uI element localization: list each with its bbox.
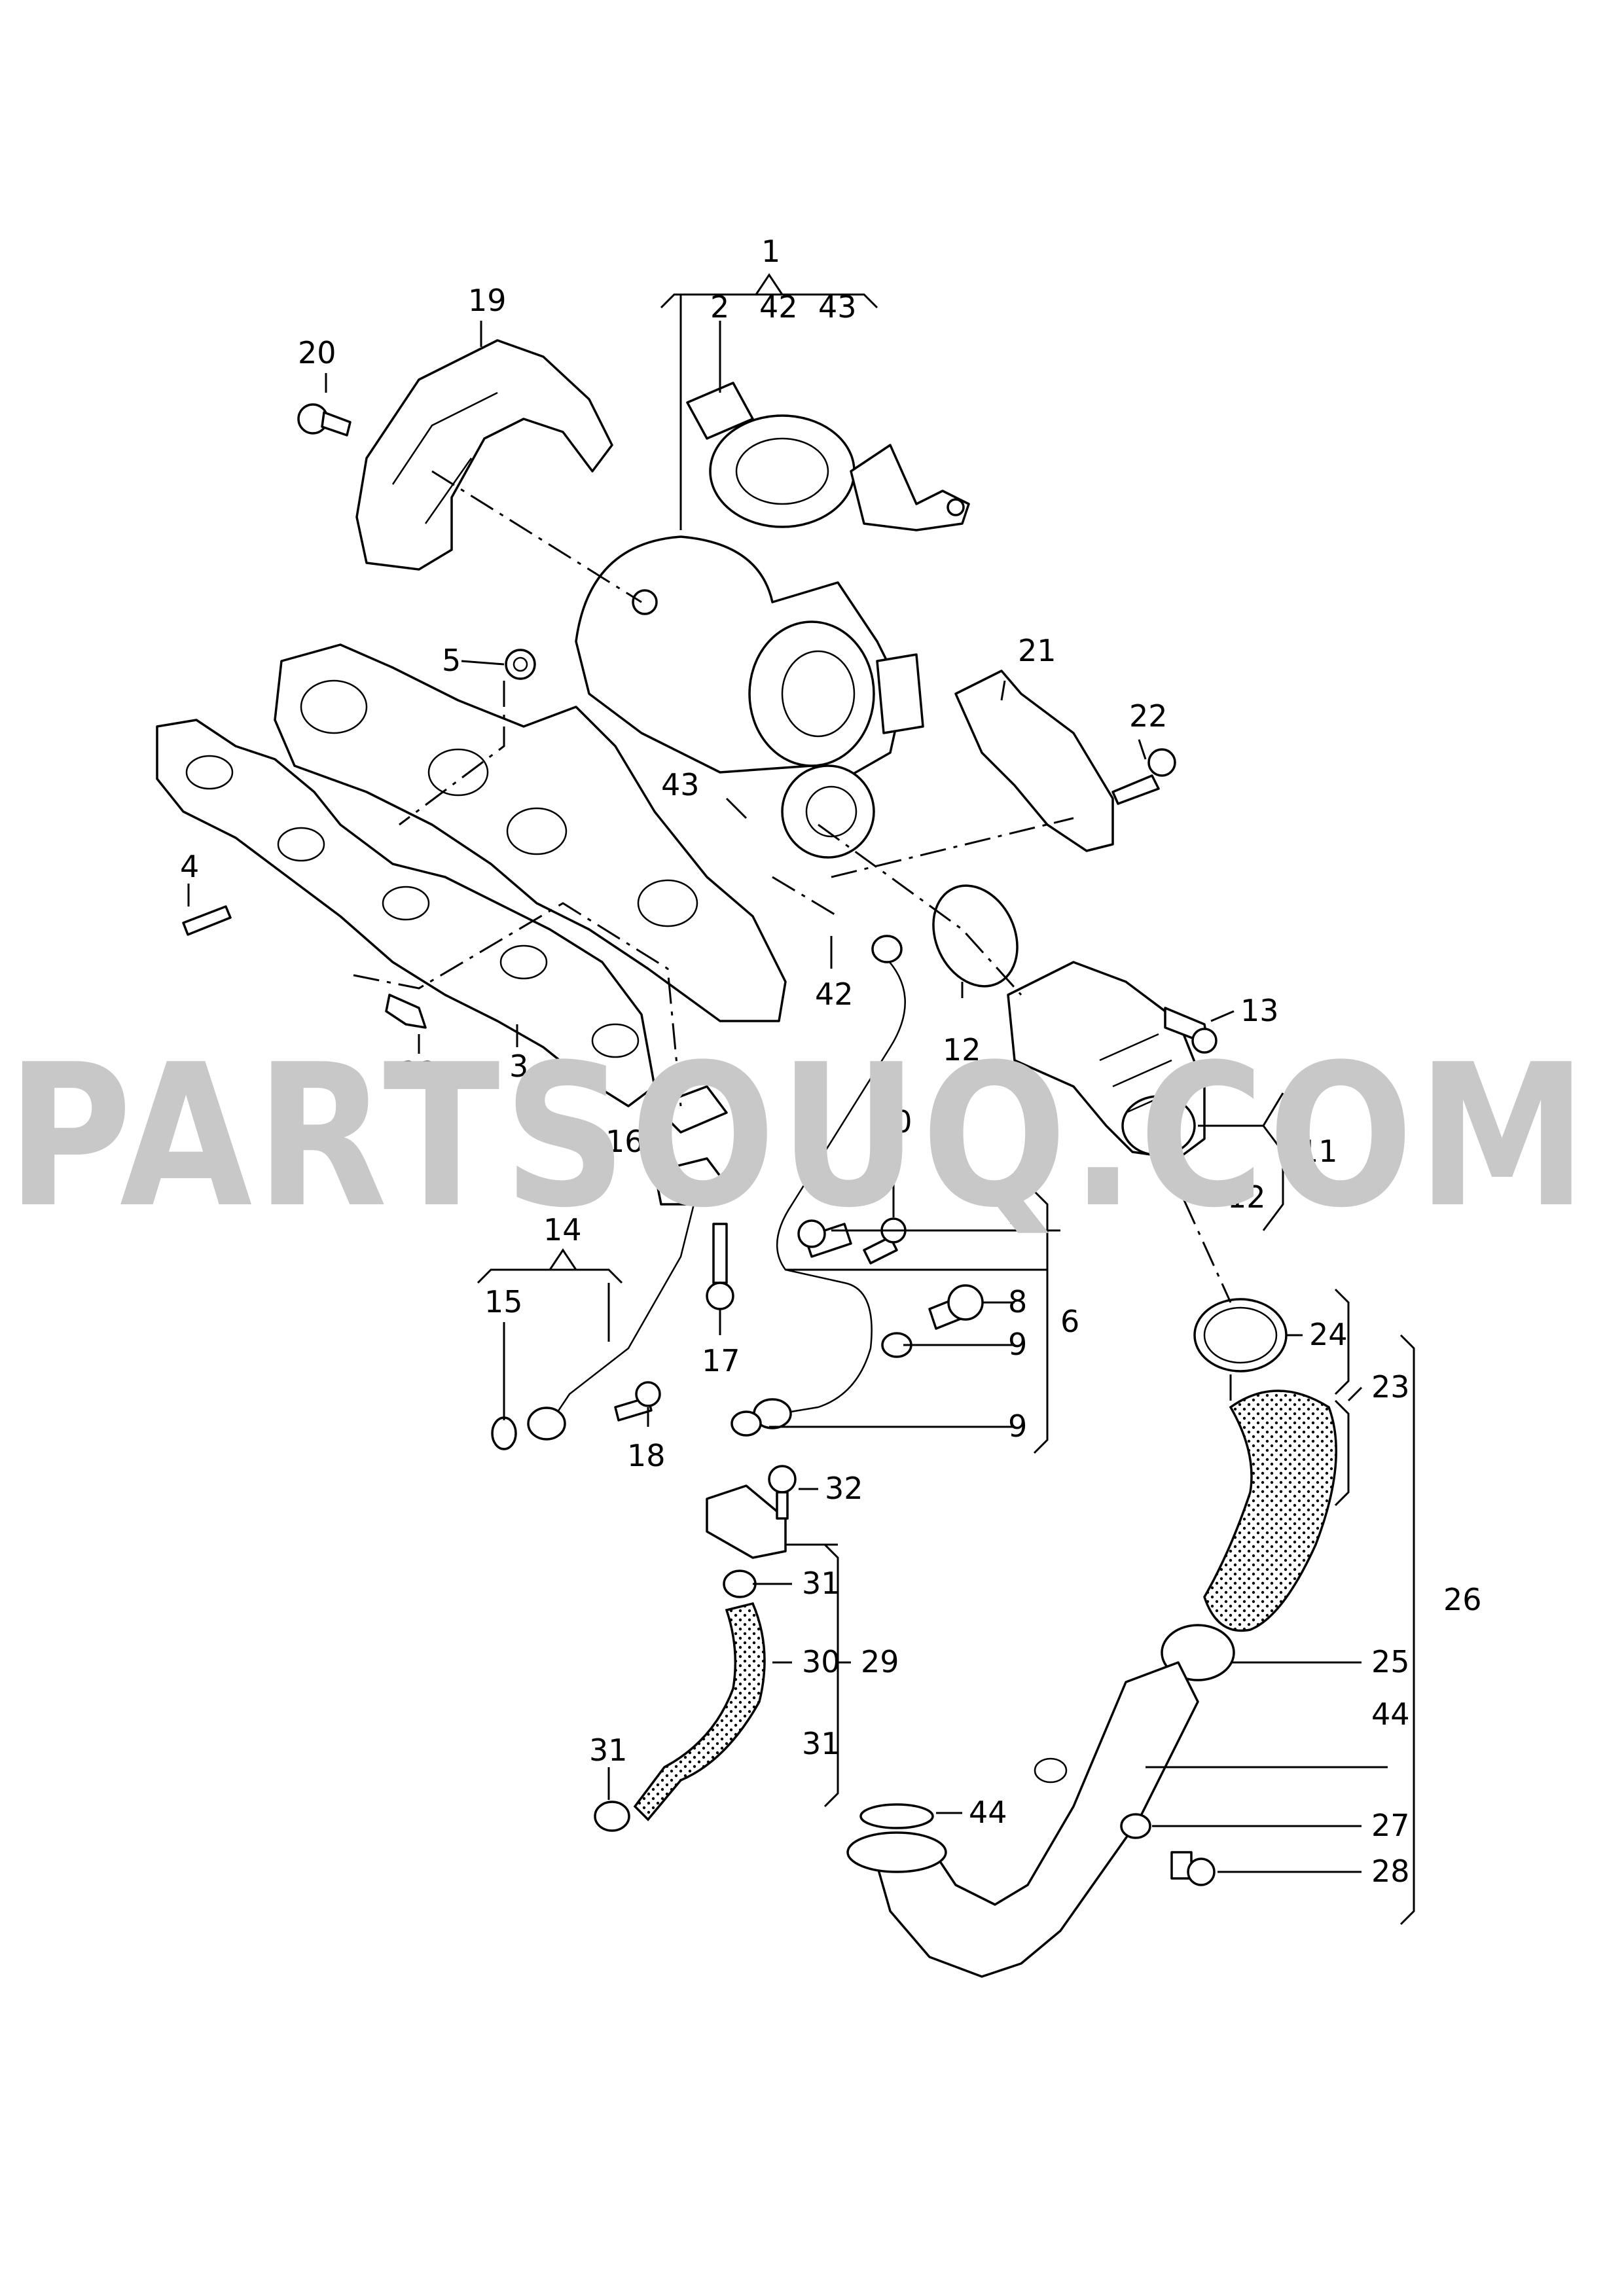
callout-12-upper: 12: [943, 1032, 981, 1067]
callout-3: 3: [509, 1049, 528, 1084]
callout-24: 24: [1309, 1317, 1348, 1352]
watermark: PARTSOUQ.COM: [7, 1022, 1591, 1251]
bolt-part-17: [706, 1223, 734, 1310]
bolt-part-33: [385, 994, 427, 1029]
gasket-part-16: [653, 1085, 728, 1134]
heat-shield-part-19: [355, 339, 613, 571]
callout-9-lower: 9: [1008, 1408, 1027, 1444]
turbocharger-part-1: [575, 535, 924, 859]
callout-26: 26: [1443, 1582, 1482, 1617]
callout-19: 19: [468, 283, 507, 318]
callout-31-lower: 31: [802, 1726, 840, 1761]
callout-4: 4: [180, 849, 199, 884]
callout-44-right: 44: [1371, 1696, 1410, 1732]
exhaust-manifold-part: [274, 643, 787, 1022]
callout-labels: 1 2 42 43 19 20 5 21 22 43 4 42 12 13 33…: [180, 234, 1482, 1889]
callout-42-top: 42: [759, 289, 798, 325]
bolt-part-20: [297, 403, 352, 437]
callout-14: 14: [543, 1212, 582, 1247]
callout-32: 32: [825, 1471, 863, 1506]
manifold-gasket-part-3: [156, 719, 656, 1107]
callout-1: 1: [761, 234, 780, 269]
callout-17: 17: [702, 1343, 740, 1378]
charge-air-pipe-part-26: [846, 1661, 1199, 1978]
callout-7: 7: [1005, 1196, 1024, 1231]
assembly-lines: [353, 470, 1232, 1401]
clamp-part-31b: [594, 1801, 630, 1832]
callout-25: 25: [1371, 1644, 1410, 1679]
callout-27: 27: [1371, 1808, 1410, 1843]
o-ring-part-44: [859, 1803, 934, 1829]
callout-22: 22: [1129, 698, 1168, 734]
callout-2: 2: [710, 289, 729, 325]
callout-20: 20: [298, 335, 336, 370]
bolt-part-28: [1170, 1851, 1216, 1886]
callout-9-upper: 9: [1008, 1327, 1027, 1362]
callout-33: 33: [399, 1055, 438, 1090]
connection-pipe-part-11: [1007, 961, 1206, 1160]
banjo-bolt-part-8: [928, 1284, 984, 1330]
leader-lines: [187, 273, 1415, 1926]
callout-43-top: 43: [818, 289, 857, 325]
clamp-part-31a: [723, 1570, 757, 1598]
bolt-part-13: [1164, 1007, 1218, 1054]
callout-29: 29: [861, 1644, 899, 1679]
callout-16: 16: [605, 1124, 644, 1159]
hose-part-30: [633, 1602, 766, 1821]
oil-supply-line-part-6: [753, 935, 906, 1429]
o-ring-part-15: [491, 1416, 517, 1450]
wastegate-actuator-part-2: [686, 382, 970, 531]
oil-return-line-part-14: [527, 1157, 728, 1441]
callout-15: 15: [484, 1284, 523, 1319]
callout-10: 10: [874, 1104, 912, 1139]
stud-part-4: [182, 905, 232, 936]
callout-43: 43: [661, 767, 700, 802]
callout-42: 42: [815, 977, 854, 1012]
callout-12-lower: 12: [1227, 1179, 1266, 1215]
callout-21: 21: [1018, 633, 1056, 668]
callout-13: 13: [1240, 993, 1279, 1028]
bolt-part-22: [1111, 748, 1176, 805]
callout-30: 30: [802, 1644, 840, 1679]
washer-part-9b: [731, 1410, 762, 1437]
grommet-part-27: [1120, 1813, 1151, 1839]
callout-44-left: 44: [969, 1795, 1007, 1830]
callout-5: 5: [442, 643, 461, 678]
o-ring-part-12: [932, 884, 1019, 988]
heat-shield-part-21: [954, 670, 1114, 852]
callout-28: 28: [1371, 1854, 1410, 1889]
pressure-sensor-part-29: [706, 1484, 787, 1559]
callout-31-left: 31: [589, 1732, 628, 1768]
callout-23: 23: [1371, 1369, 1410, 1405]
callout-18: 18: [627, 1438, 666, 1473]
bolt-part-18: [614, 1381, 661, 1422]
callout-31-upper: 31: [802, 1566, 840, 1601]
bolt-part-32: [768, 1465, 797, 1520]
callout-8: 8: [1008, 1284, 1027, 1319]
hose-clamp-part-24: [1193, 1298, 1288, 1372]
bracket-part-7: [797, 1219, 852, 1258]
charge-air-hose-part-23: [1203, 1390, 1337, 1632]
nut-part-5: [505, 649, 536, 680]
callout-11: 11: [1299, 1134, 1338, 1169]
callout-6: 6: [1060, 1304, 1079, 1339]
